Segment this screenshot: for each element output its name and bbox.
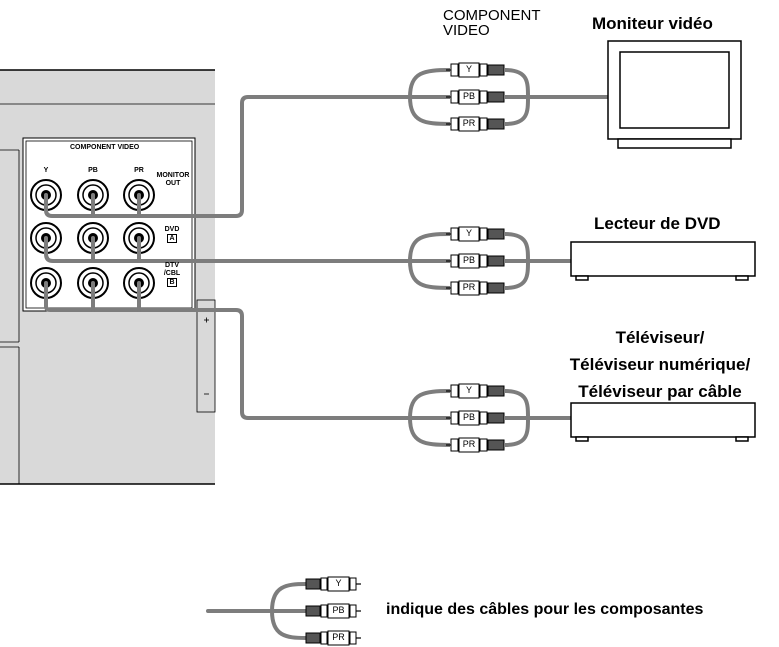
- plug-label-pr: PR: [462, 118, 476, 128]
- row-label-monitor-line2: OUT: [165, 180, 181, 187]
- row-label-monitor-line1: MONITOR: [156, 172, 190, 179]
- tv-label: Téléviseur/ Téléviseur numérique/ Télévi…: [545, 324, 775, 405]
- row-label-dtv-cbl: DTV /CBL B: [159, 262, 185, 287]
- tv-tuner-device: [570, 402, 756, 442]
- row-label-dtv-letter: B: [167, 278, 177, 287]
- splitter-tv-right: [504, 389, 530, 447]
- tv-label-line2: Téléviseur numérique/: [569, 355, 751, 374]
- monitor-label: Moniteur vidéo: [592, 14, 713, 33]
- plug-group-monitor: [450, 63, 505, 131]
- plug-label-y: Y: [335, 578, 342, 588]
- row-label-dvd-letter: A: [167, 234, 177, 243]
- row-label-dtv-line1: DTV: [165, 262, 179, 269]
- plug-label-y: Y: [465, 64, 472, 74]
- row-label-dvd-line1: DVD: [164, 226, 180, 233]
- plug-label-pr: PR: [462, 282, 476, 292]
- splitter-tv-left: [408, 389, 451, 447]
- splitter-dvd-left: [408, 232, 451, 290]
- plug-bodies: [305, 63, 505, 645]
- plug-group-legend: [305, 577, 357, 645]
- splitter-dvd-right: [504, 232, 530, 290]
- tv-label-line3: Téléviseur par câble: [578, 382, 742, 401]
- dvd-player-device: [570, 241, 756, 281]
- dvd-label: Lecteur de DVD: [594, 214, 721, 233]
- legend-text: indique des câbles pour les composantes: [386, 601, 704, 618]
- plug-label-pb: PB: [462, 255, 475, 265]
- row-label-dtv-line2: /CBL: [163, 270, 181, 277]
- row-label-monitor-out: MONITOR OUT: [152, 172, 194, 188]
- top-connector-label-line2: VIDEO: [443, 22, 490, 39]
- plug-label-pb: PB: [462, 412, 475, 422]
- splitter-monitor-right: [504, 68, 530, 126]
- tv-label-line1: Téléviseur/: [615, 328, 705, 347]
- top-connector-label: COMPONENT VIDEO: [443, 8, 583, 38]
- jack-label-pr: PR: [134, 167, 144, 174]
- plug-group-dvd: [450, 227, 505, 295]
- jack-label-pb: PB: [88, 167, 98, 174]
- monitor-device: [607, 40, 742, 149]
- legend-splitter: [270, 582, 307, 640]
- plug-label-y: Y: [465, 385, 472, 395]
- plug-label-pr: PR: [332, 632, 345, 642]
- plug-group-tv: [450, 384, 505, 452]
- cable-dtv: [44, 281, 412, 420]
- plug-label-pb: PB: [332, 605, 345, 615]
- jack-label-y: Y: [43, 167, 49, 174]
- plug-label-pr: PR: [462, 439, 476, 449]
- plug-label-y: Y: [465, 228, 472, 238]
- top-connector-label-line1: COMPONENT: [443, 7, 541, 24]
- cable-dvd: [44, 236, 412, 263]
- row-label-dvd: DVD A: [160, 226, 184, 243]
- panel-title: COMPONENT VIDEO: [67, 144, 143, 151]
- splitter-monitor-left: [408, 68, 451, 126]
- cable-monitor-out: [44, 95, 412, 218]
- plug-label-pb: PB: [462, 91, 475, 101]
